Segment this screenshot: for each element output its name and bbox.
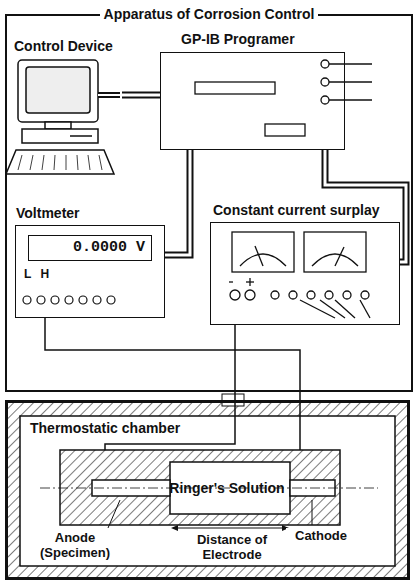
gpib-programmer: GP-IB Programer — [160, 52, 345, 150]
voltmeter-display: 0.0000 V — [28, 235, 152, 261]
node-label: Apparatus of Corrosion Control — [7, 6, 411, 22]
ribbon-cable — [122, 95, 160, 96]
voltmeter: Voltmeter0.0000 VL H — [15, 225, 165, 318]
supply-details — [229, 232, 370, 318]
part-label: Distance of Electrode — [170, 532, 294, 562]
chamber-illustration — [6, 394, 409, 579]
apparatus-panel: Apparatus of Corrosion ControlControl De… — [5, 14, 413, 392]
node-label: GP-IB Programer — [181, 31, 295, 47]
node-label: Constant current surplay — [213, 202, 379, 218]
gpib-details — [195, 60, 372, 136]
ribbon-cable — [165, 150, 190, 255]
terminal-label: L H — [24, 266, 49, 282]
constant-current-supply: Constant current surplay — [210, 222, 400, 325]
node-label: Ringer's Solution — [167, 462, 287, 514]
node-label: Control Device — [14, 38, 113, 54]
part-label: Cathode — [286, 528, 356, 543]
control-device: Control Device — [10, 38, 122, 188]
part-label: Anode (Specimen) — [30, 530, 120, 560]
node-label: Voltmeter — [16, 205, 80, 221]
node-label: Thermostatic chamber — [30, 420, 180, 436]
electrolytic-cell: Ringer's Solution — [60, 450, 340, 525]
computer-illustration — [6, 60, 120, 174]
voltmeter-terminals — [23, 296, 115, 304]
display-reading: 0.0000 V — [73, 240, 145, 256]
